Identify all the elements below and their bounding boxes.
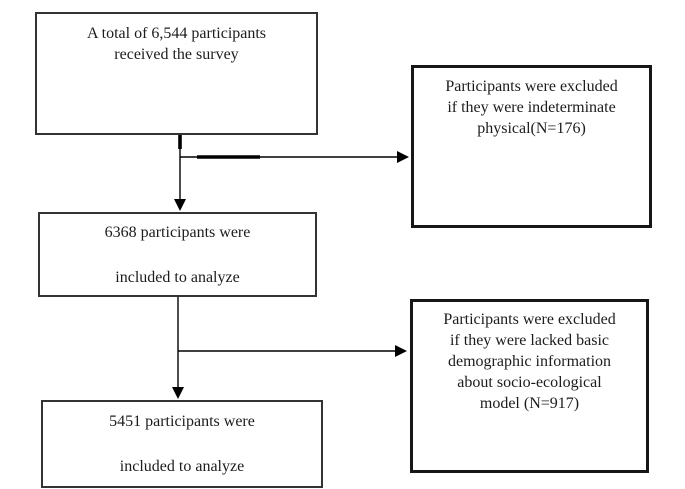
flow-box-included-6368: 6368 participants were included to analy… (38, 212, 317, 297)
arrow-to-excluded-1 (180, 151, 409, 163)
flow-box-excluded-missing-demographics: Participants were excluded if they were … (410, 299, 649, 473)
text-line: if they were indeterminate (447, 99, 616, 116)
text-line: included to analyze (119, 458, 245, 475)
flow-box-included-5451: 5451 participants were included to analy… (41, 400, 323, 488)
text-line: physical(N=176) (477, 120, 586, 137)
arrow-top-to-middle (174, 135, 186, 211)
arrow-middle-to-bottom (172, 297, 184, 399)
text-line: received the survey (114, 46, 239, 63)
text-line: 6368 participants were (104, 224, 251, 241)
flow-box-excluded-indeterminate: Participants were excluded if they were … (411, 65, 652, 228)
text-line: 5451 participants were (109, 413, 255, 430)
text-line: demographic information (447, 353, 612, 370)
text-line: about socio-ecological (457, 374, 602, 391)
text-line: Participants were excluded (445, 78, 618, 95)
text-line: if they were lacked basic (449, 332, 610, 349)
flow-box-total-surveyed: A total of 6,544 participants received t… (35, 12, 318, 135)
text-line: Participants were excluded (443, 311, 616, 328)
text-line: A total of 6,544 participants (86, 25, 267, 42)
arrow-to-excluded-2 (178, 345, 407, 357)
text-line: model (N=917) (479, 395, 580, 412)
text-line: included to analyze (115, 269, 240, 286)
